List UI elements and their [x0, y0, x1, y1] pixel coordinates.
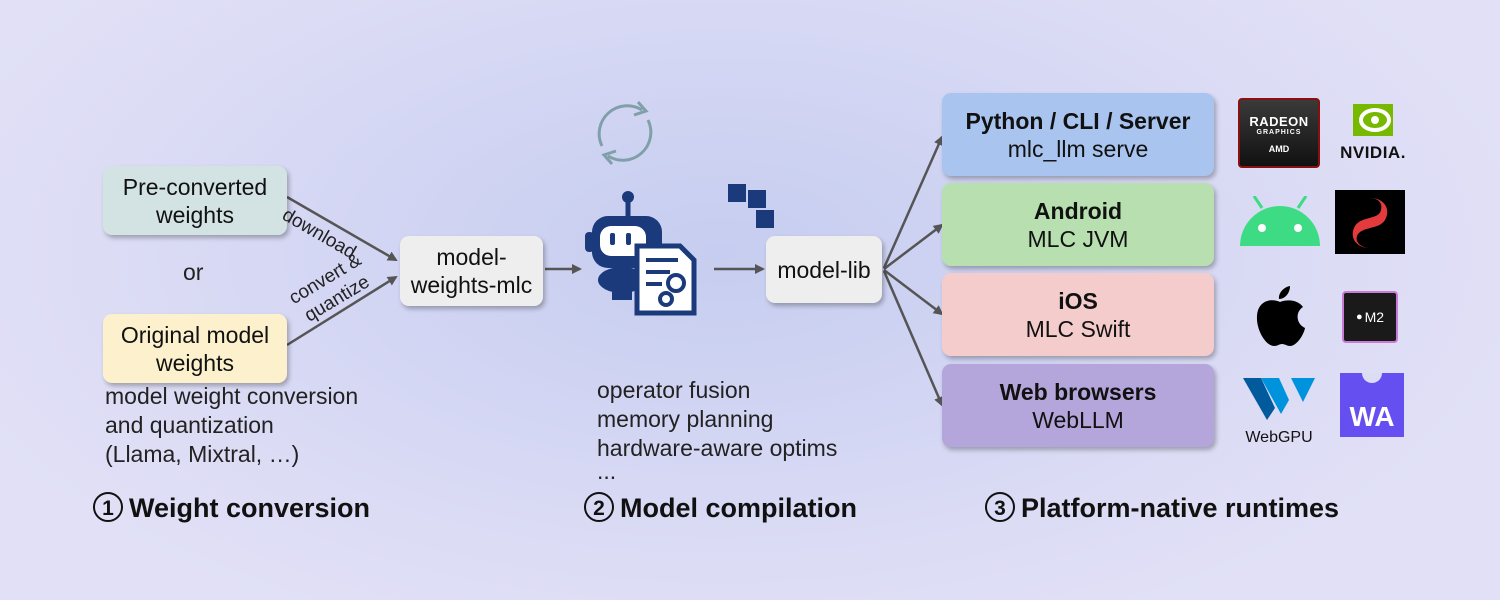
runtime-android-box: Android MLC JVM [942, 183, 1214, 266]
step-number: 3 [985, 492, 1015, 522]
m2-apple-glyph: ● [1355, 311, 1363, 323]
nvidia-eye-icon [1353, 104, 1393, 136]
lib-to-web-arrow [882, 270, 944, 407]
runtime-web-box: Web browsers WebLLM [942, 364, 1214, 447]
lib-to-ios-arrow [883, 269, 944, 316]
runtime-title: Python / CLI / Server [965, 107, 1191, 134]
robot-compiler-icon [585, 191, 697, 316]
conversion-description: model weight conversion and quantization… [105, 382, 358, 469]
original-weights-box: Original model weights [103, 314, 287, 383]
webassembly-logo-icon: WA [1340, 373, 1404, 437]
weights-mlc-line-2: weights-mlc [410, 272, 533, 298]
description-line-1: model weight conversion [105, 383, 359, 409]
step-number: 2 [584, 492, 614, 522]
runtime-subtitle: WebLLM [1032, 406, 1124, 433]
snapdragon-logo-icon [1335, 190, 1405, 254]
runtime-subtitle: mlc_llm serve [1007, 135, 1149, 162]
m2-text: M2 [1364, 309, 1385, 325]
nvidia-text: NVIDIA. [1340, 143, 1406, 162]
runtime-title: Web browsers [999, 378, 1157, 405]
model-lib-box: model-lib [766, 236, 882, 303]
snapdragon-mark-icon [1352, 198, 1388, 248]
step-label: Platform-native runtimes [1021, 493, 1340, 523]
preconverted-line-2: weights [156, 201, 234, 228]
runtime-title: Android [1033, 197, 1123, 224]
runtime-python-box: Python / CLI / Server mlc_llm serve [942, 93, 1214, 176]
radeon-logo-icon: RADEON GRAPHICS AMD [1238, 98, 1320, 168]
optimization-item: hardware-aware optims [597, 435, 838, 461]
or-label: or [183, 259, 204, 285]
step-label: Weight conversion [129, 493, 371, 523]
runtime-subtitle: MLC Swift [1025, 315, 1131, 342]
original-line-2: weights [156, 349, 234, 376]
webgpu-mark-icon [1243, 378, 1315, 420]
nvidia-logo-icon: NVIDIA. [1332, 104, 1414, 164]
preconverted-weights-box: Pre-converted weights [103, 166, 287, 235]
step-number: 1 [93, 492, 123, 522]
wa-text: WA [1349, 401, 1395, 432]
description-line-3: (Llama, Mixtral, …) [105, 441, 300, 467]
android-logo-icon [1240, 196, 1320, 246]
runtime-title: iOS [1058, 287, 1098, 314]
optimization-item: memory planning [597, 406, 774, 432]
runtime-subtitle: MLC JVM [1027, 225, 1129, 252]
radeon-subtext: GRAPHICS [1256, 129, 1302, 136]
lib-to-python-arrow [882, 135, 944, 269]
step-label: Model compilation [620, 493, 858, 523]
apple-m2-chip-icon: ● M2 [1342, 291, 1398, 343]
optimization-list: operator fusion memory planning hardware… [597, 376, 838, 484]
refresh-cycle-icon [597, 101, 653, 165]
preconverted-line-1: Pre-converted [122, 173, 268, 200]
tvm-logo-icon [728, 184, 774, 228]
download-arrow [286, 195, 398, 262]
amd-text: AMD [1268, 144, 1290, 154]
original-line-1: Original model [120, 321, 270, 348]
description-line-2: and quantization [105, 412, 274, 438]
lib-to-android-arrow [883, 223, 944, 270]
webgpu-logo-icon: WebGPU [1238, 374, 1320, 446]
runtime-ios-box: iOS MLC Swift [942, 273, 1214, 356]
convert-arrow [286, 275, 398, 347]
optimization-item: ... [597, 458, 617, 484]
radeon-text: RADEON [1249, 114, 1309, 129]
weights-mlc-line-1: model- [436, 244, 507, 270]
wa-notch [1362, 373, 1382, 383]
optimization-item: operator fusion [597, 377, 751, 403]
apple-logo-icon [1256, 286, 1305, 346]
model-lib-label: model-lib [777, 256, 871, 283]
model-weights-mlc-box: model- weights-mlc [400, 236, 543, 306]
webgpu-text: WebGPU [1245, 429, 1313, 446]
